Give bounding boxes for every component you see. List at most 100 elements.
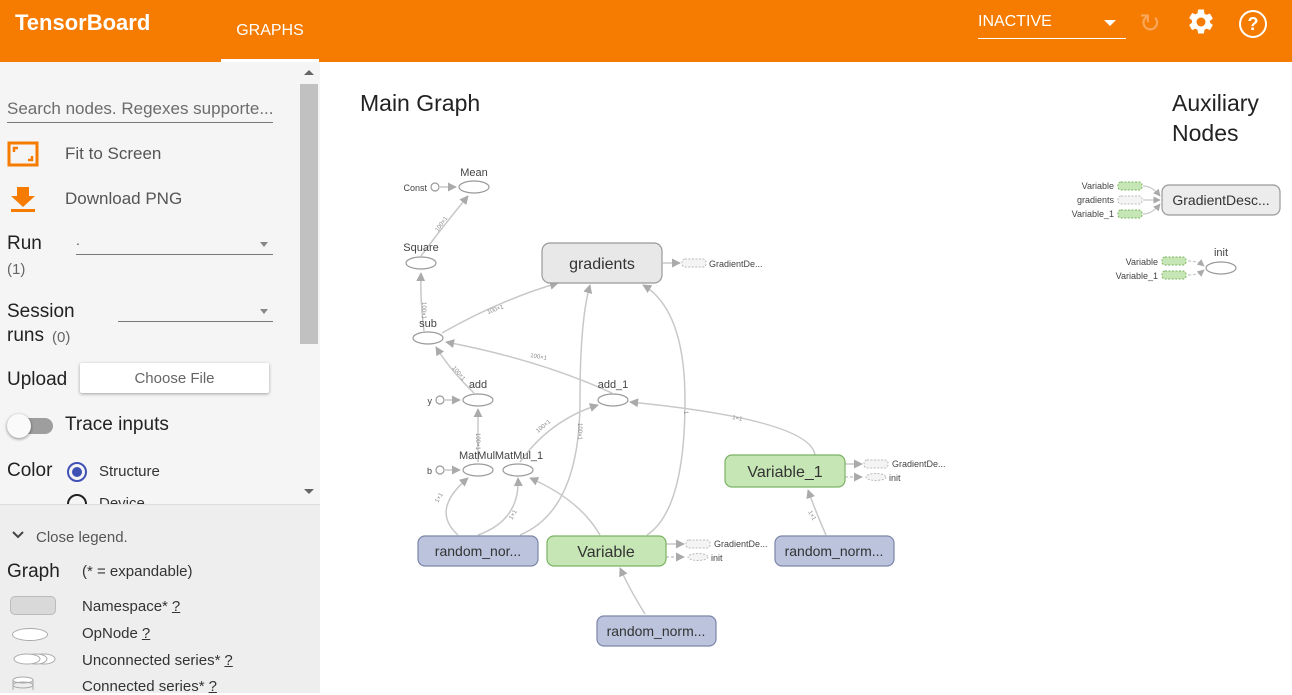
node-random-3[interactable] xyxy=(774,535,895,567)
aux-label: gradients xyxy=(1077,195,1115,205)
help-icon[interactable]: ? xyxy=(1239,10,1267,38)
scroll-up-icon[interactable] xyxy=(304,70,314,75)
aux-label-group: Variable gradients Variable_1 Variable V… xyxy=(1072,181,1158,281)
color-structure-label: Structure xyxy=(99,463,160,480)
node-label: init xyxy=(711,553,723,563)
node-gradients[interactable] xyxy=(541,242,663,284)
aux-init-node[interactable] xyxy=(1205,261,1237,275)
graph-edges xyxy=(416,182,863,615)
legend-opnode-shape xyxy=(12,628,48,641)
run-status-select[interactable]: INACTIVE xyxy=(978,12,1126,39)
download-png-button[interactable]: Download PNG xyxy=(7,185,182,213)
chevron-down-icon[interactable] xyxy=(11,528,25,542)
legend-opnode-help[interactable]: ? xyxy=(141,625,151,642)
node-mean[interactable] xyxy=(458,180,490,194)
node-square[interactable] xyxy=(405,256,437,270)
node-label: gradients xyxy=(569,256,635,273)
close-legend-link[interactable]: Close legend. xyxy=(36,529,128,546)
legend-namespace-help[interactable]: ? xyxy=(171,598,181,615)
node-random-1[interactable] xyxy=(417,535,539,567)
run-status-value: INACTIVE xyxy=(978,13,1052,30)
caret-down-icon xyxy=(1104,20,1116,26)
legend-item-namespace: Namespace*? xyxy=(82,598,180,615)
random-label-group: random_nor... random_norm... random_norm… xyxy=(435,543,884,639)
ref-grad-3[interactable] xyxy=(685,539,711,549)
sidebar-scrollbar[interactable] xyxy=(300,84,318,344)
node-sub[interactable] xyxy=(412,331,444,345)
edge-matmul1-add1 xyxy=(519,403,599,463)
aux-label: init xyxy=(1214,247,1228,259)
reference-nodes xyxy=(681,258,889,561)
ref-grad-1[interactable] xyxy=(681,258,707,268)
node-variable[interactable] xyxy=(546,535,667,567)
reload-icon[interactable]: ↻ xyxy=(1139,8,1161,38)
node-variable-1[interactable] xyxy=(724,454,846,488)
edge-label: 100×1 xyxy=(420,302,426,320)
color-device-radio[interactable] xyxy=(67,494,87,504)
node-matmul[interactable] xyxy=(462,463,494,477)
node-label: sub xyxy=(419,318,437,330)
run-select[interactable]: . xyxy=(76,232,273,255)
aux-edge xyxy=(1142,185,1161,197)
node-label: GradientDe... xyxy=(709,259,763,269)
legend-connected-help[interactable]: ? xyxy=(208,678,217,695)
edge-label: 100×1 xyxy=(487,304,506,316)
node-random-2[interactable] xyxy=(596,615,717,647)
ref-init-2[interactable] xyxy=(687,553,709,561)
node-label: Mean xyxy=(460,167,488,179)
edge-random3-variable1 xyxy=(806,489,827,536)
aux-init-variable-series[interactable] xyxy=(1161,256,1187,266)
edge-label: 100×1 xyxy=(576,423,582,441)
legend-namespace-label: Namespace* xyxy=(82,598,168,615)
aux-title-line2: Nodes xyxy=(1172,120,1239,146)
sidebar-clip: Device xyxy=(0,488,300,504)
node-label: random_norm... xyxy=(785,543,884,559)
aux-variable1-series[interactable] xyxy=(1117,209,1143,219)
node-label: y xyxy=(428,396,433,406)
gear-icon[interactable] xyxy=(1186,6,1216,38)
download-icon xyxy=(11,187,35,212)
namespace-label-group: gradients Variable_1 Variable xyxy=(569,256,823,561)
edge-label: 1×1 xyxy=(732,415,744,423)
choose-file-button[interactable]: Choose File xyxy=(80,363,269,393)
legend-opnode-label: OpNode xyxy=(82,625,138,642)
node-add[interactable] xyxy=(462,393,494,407)
node-label: Square xyxy=(403,242,438,254)
node-matmul-1[interactable] xyxy=(502,463,534,477)
session-count: (0) xyxy=(52,329,71,346)
aux-label: Variable_1 xyxy=(1116,271,1158,281)
node-label: MatMul_1 xyxy=(495,450,543,462)
session-label-1: Session xyxy=(7,301,75,322)
upload-label: Upload xyxy=(7,369,68,390)
color-structure-radio[interactable] xyxy=(67,462,87,482)
legend-graph-label: Graph xyxy=(7,561,60,582)
trace-inputs-toggle-knob[interactable] xyxy=(7,414,31,438)
node-b[interactable] xyxy=(435,465,445,475)
aux-variable-series[interactable] xyxy=(1117,181,1143,191)
aux-gradients-series[interactable] xyxy=(1117,195,1143,205)
search-input[interactable] xyxy=(7,96,273,123)
ref-grad-2[interactable] xyxy=(863,459,889,469)
fit-to-screen-button[interactable]: Fit to Screen xyxy=(7,140,161,168)
aux-edge xyxy=(1142,203,1161,215)
aux-gradient-descent-node[interactable] xyxy=(1161,184,1281,216)
node-y[interactable] xyxy=(435,395,445,405)
tab-graphs[interactable]: GRAPHS xyxy=(236,22,304,39)
legend-connected-label: Connected series* xyxy=(82,678,205,695)
edge-label: 1 xyxy=(682,411,688,415)
node-add-1[interactable] xyxy=(597,393,629,407)
edge-label: 100×1 xyxy=(474,433,480,451)
scroll-down-icon[interactable] xyxy=(304,489,314,494)
legend-unconnected-label: Unconnected series* xyxy=(82,652,221,669)
session-runs-select[interactable] xyxy=(118,301,273,322)
node-const[interactable] xyxy=(430,182,440,192)
node-label: add xyxy=(469,379,487,391)
node-label: GradientDe... xyxy=(892,459,946,469)
edge-sub-square xyxy=(416,272,426,332)
legend-unconnected-help[interactable]: ? xyxy=(224,652,233,669)
aux-init-variable1-series[interactable] xyxy=(1161,270,1187,280)
aux-title-line1: Auxiliary xyxy=(1172,90,1259,116)
ref-init-1[interactable] xyxy=(865,473,887,481)
edge-label: 100×1 xyxy=(535,419,552,435)
